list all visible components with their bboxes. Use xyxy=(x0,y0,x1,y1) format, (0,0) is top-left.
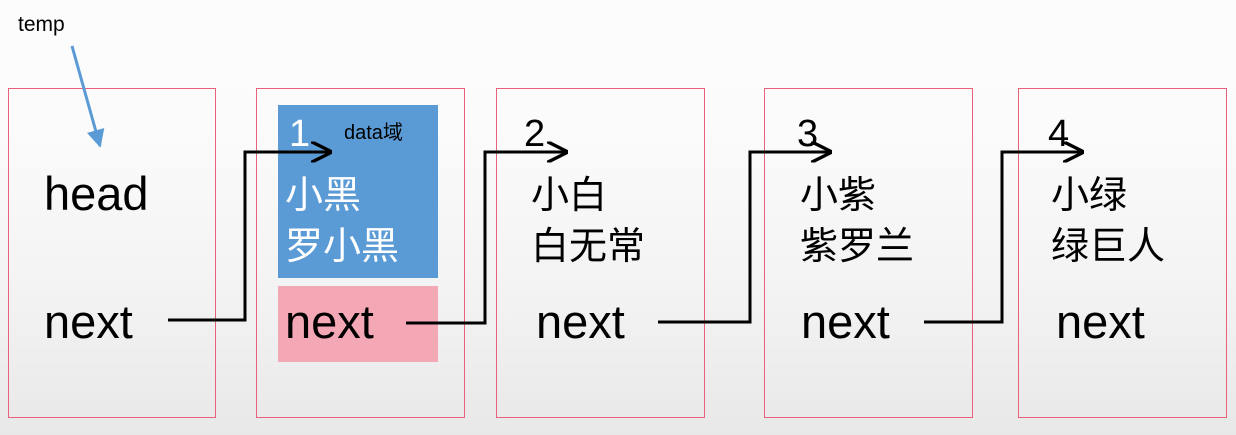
data-domain-label: data域 xyxy=(344,122,403,144)
node-3-name: 小紫 xyxy=(800,175,877,217)
node-4-name: 小绿 xyxy=(1051,175,1128,217)
node-2-name: 小白 xyxy=(531,175,608,217)
head-node-box xyxy=(8,88,216,418)
node-3-next-label: next xyxy=(801,295,890,348)
node-3-full-name: 紫罗兰 xyxy=(800,226,915,268)
node-2-next-label: next xyxy=(536,295,625,348)
node-4-index: 4 xyxy=(1048,113,1070,155)
node-1-next-label: next xyxy=(285,295,374,348)
node-1-full-name: 罗小黑 xyxy=(285,226,400,268)
head-node-title: head xyxy=(44,167,149,220)
node-4-full-name: 绿巨人 xyxy=(1051,226,1166,268)
temp-pointer-label: temp xyxy=(18,13,65,36)
node-3-index: 3 xyxy=(797,113,819,155)
node-1-name: 小黑 xyxy=(285,175,362,217)
node-1-index: 1 xyxy=(289,113,311,155)
node-4-next-label: next xyxy=(1056,295,1145,348)
node-2-full-name: 白无常 xyxy=(531,226,646,268)
head-node-next-label: next xyxy=(44,295,133,348)
node-2-index: 2 xyxy=(524,113,546,155)
